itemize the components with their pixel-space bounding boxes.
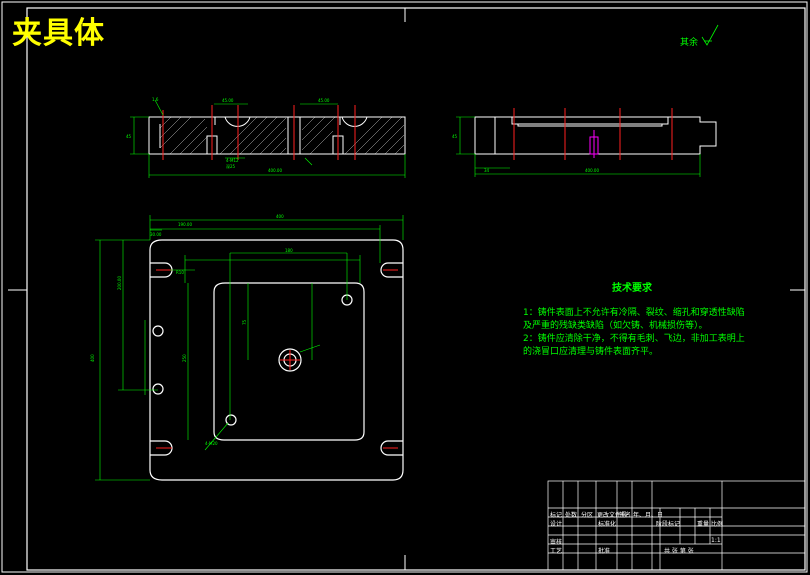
tb-scale-value: 1:1: [711, 537, 721, 544]
svg-text:1.6: 1.6: [152, 97, 159, 102]
tb-scale-label: 比例: [711, 521, 724, 528]
svg-text:200.00: 200.00: [117, 276, 122, 290]
requirement-line: 及严重的残缺类缺陷（如欠铸、机械损伤等）。: [523, 321, 708, 331]
svg-text:45.00: 45.00: [222, 98, 234, 103]
tb-stage: 阶段标记: [656, 521, 681, 528]
svg-text:45: 45: [452, 134, 458, 139]
svg-text:45.00: 45.00: [318, 98, 330, 103]
title-block: [547, 480, 806, 571]
svg-text:R10: R10: [176, 270, 184, 275]
tb-zone: 分区: [581, 512, 594, 519]
tb-process: 工艺: [550, 548, 563, 555]
front-section-view: 400.00 45 45.00 45.00 1.6 4-M12 深25: [126, 97, 406, 178]
roughness-symbol: [701, 24, 719, 46]
svg-text:30.00: 30.00: [150, 232, 162, 237]
svg-text:400: 400: [90, 354, 95, 362]
tb-standard: 标准化: [598, 521, 617, 528]
svg-text:45: 45: [126, 134, 132, 139]
requirement-line: 的浇冒口应清理与铸件表面齐平。: [523, 347, 659, 357]
tb-approve: 批准: [598, 548, 611, 555]
tb-mark: 标记: [550, 512, 563, 519]
svg-text:180: 180: [285, 248, 293, 253]
requirement-line: 1：铸件表面上不允许有冷隔、裂纹、缩孔和穿透性缺陷: [523, 308, 745, 318]
svg-text:400.00: 400.00: [268, 168, 282, 173]
svg-text:400.00: 400.00: [585, 168, 599, 173]
tb-date: 年、月、日: [633, 512, 664, 519]
requirements-heading: 技术要求: [612, 283, 652, 294]
side-view: 400.00 34 45: [452, 108, 717, 177]
svg-text:深25: 深25: [226, 163, 236, 169]
svg-text:4-M12: 4-M12: [226, 158, 239, 163]
svg-text:75: 75: [242, 319, 247, 325]
tb-design: 设计: [550, 521, 563, 528]
plan-view: 400 190.00 180 30.00 400 200.00 250 75 R…: [90, 214, 404, 481]
svg-text:190.00: 190.00: [178, 222, 192, 227]
svg-text:34: 34: [484, 168, 490, 173]
svg-text:250: 250: [182, 354, 187, 362]
tb-sign: 签名: [619, 512, 632, 519]
tb-review: 审核: [550, 539, 563, 546]
tb-change-doc: 更改文件号: [597, 512, 628, 519]
drawing-title: 夹具体: [12, 16, 105, 51]
tb-sheets: 共 张 第 张: [664, 548, 694, 555]
tb-weight: 重量: [697, 521, 710, 528]
requirement-line: 2：铸件应清除干净，不得有毛刺、飞边，非加工表明上: [523, 334, 745, 344]
roughness-note: 其余: [680, 38, 699, 48]
svg-text:4-M20: 4-M20: [205, 441, 218, 446]
tb-count: 处数: [565, 512, 578, 519]
svg-text:400: 400: [276, 214, 284, 219]
